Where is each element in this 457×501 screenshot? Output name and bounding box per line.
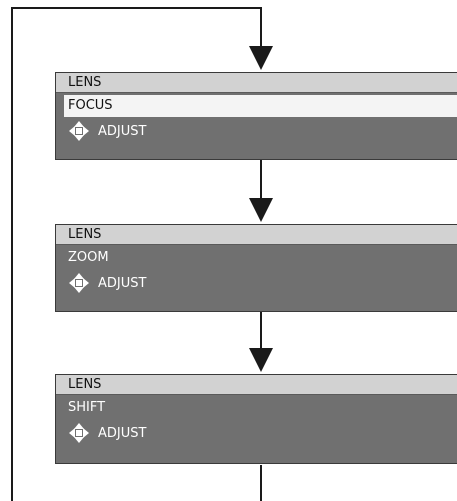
adjust-label: ADJUST	[98, 123, 147, 139]
four-way-arrow-icon	[69, 121, 89, 141]
screen-title: LENS	[56, 225, 457, 245]
lens-focus-screen: LENS FOCUS ADJUST	[55, 72, 457, 160]
menu-item-zoom[interactable]: ZOOM	[68, 250, 109, 265]
adjust-row: ADJUST	[68, 271, 457, 295]
arrowhead-to-zoom	[249, 198, 273, 222]
four-way-arrow-icon	[69, 273, 89, 293]
adjust-row: ADJUST	[68, 421, 457, 445]
arrowhead-to-focus	[249, 46, 273, 70]
lens-zoom-screen: LENS ZOOM ADJUST	[55, 224, 457, 312]
four-way-arrow-icon	[69, 423, 89, 443]
return-path-line	[11, 7, 262, 501]
menu-item-focus[interactable]: FOCUS	[64, 95, 457, 117]
adjust-label: ADJUST	[98, 425, 147, 441]
arrowhead-to-shift	[249, 348, 273, 372]
screen-title: LENS	[56, 73, 457, 93]
adjust-label: ADJUST	[98, 275, 147, 291]
menu-item-shift[interactable]: SHIFT	[68, 400, 106, 415]
adjust-row: ADJUST	[68, 119, 457, 143]
screen-title: LENS	[56, 375, 457, 395]
lens-shift-screen: LENS SHIFT ADJUST	[55, 374, 457, 464]
